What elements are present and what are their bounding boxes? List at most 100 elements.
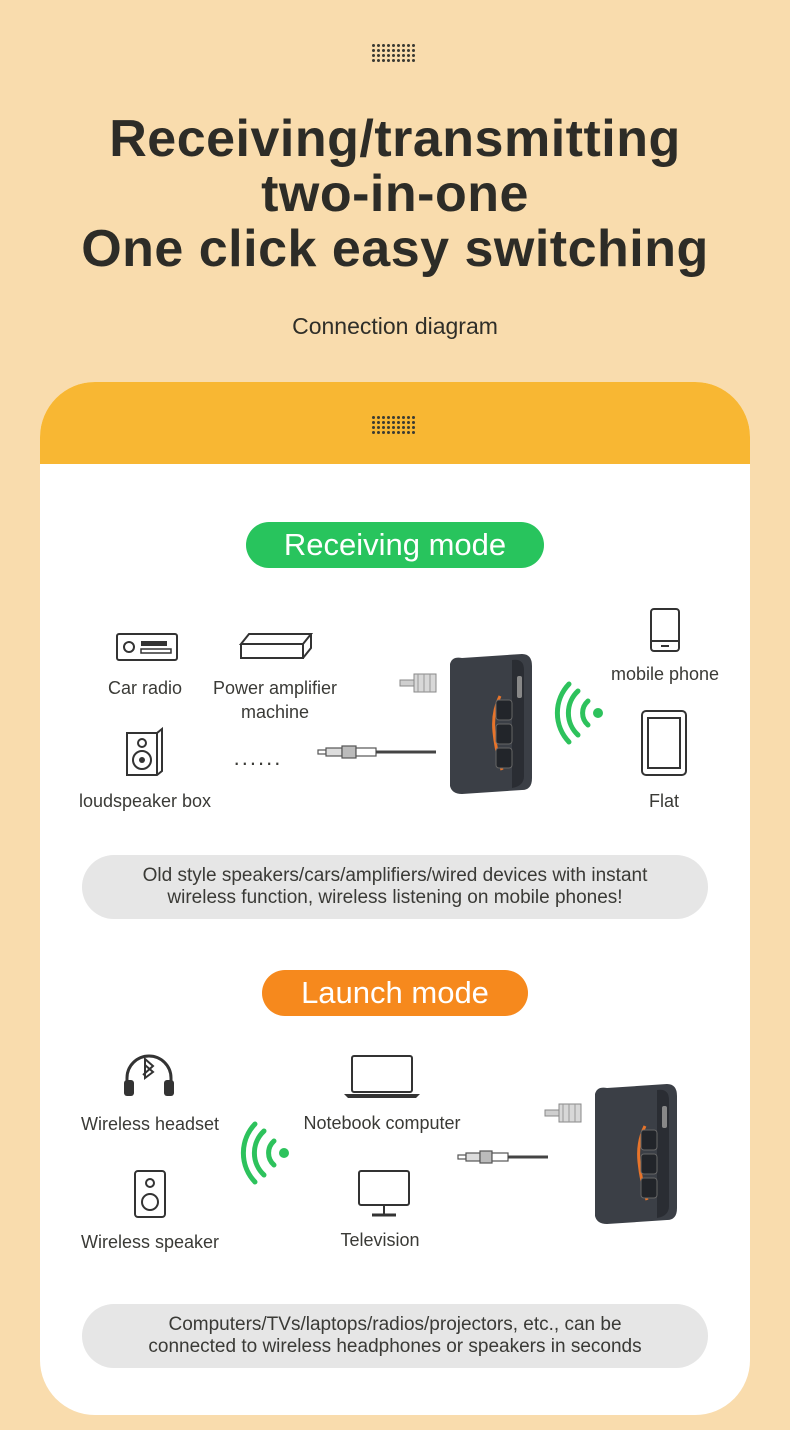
dot bbox=[392, 54, 395, 57]
tablet-icon bbox=[641, 710, 687, 776]
dot bbox=[402, 416, 405, 419]
dot bbox=[392, 421, 395, 424]
dot bbox=[372, 416, 375, 419]
receiving-description-line2: wireless function, wireless listening on… bbox=[167, 887, 623, 908]
dot bbox=[402, 44, 405, 47]
dot bbox=[402, 49, 405, 52]
dot bbox=[397, 44, 400, 47]
dot bbox=[382, 431, 385, 434]
dot bbox=[382, 59, 385, 62]
dot bbox=[392, 416, 395, 419]
audio-cable-icon bbox=[457, 1145, 550, 1169]
dot bbox=[412, 59, 415, 62]
hero-title: Receiving/transmitting two-in-one One cl… bbox=[0, 112, 790, 277]
dot bbox=[407, 431, 410, 434]
dot bbox=[412, 54, 415, 57]
dot bbox=[387, 421, 390, 424]
dot bbox=[402, 59, 405, 62]
dot bbox=[407, 426, 410, 429]
dot bbox=[377, 59, 380, 62]
audio-cable-icon bbox=[317, 740, 438, 764]
dot bbox=[387, 59, 390, 62]
launch-description: Computers/TVs/laptops/radios/projectors,… bbox=[82, 1304, 708, 1368]
dot bbox=[412, 416, 415, 419]
headphones-icon bbox=[122, 1052, 176, 1098]
speaker-icon bbox=[134, 1170, 166, 1218]
bluetooth-adapter-icon bbox=[544, 1082, 685, 1227]
dot bbox=[372, 59, 375, 62]
dot bbox=[407, 416, 410, 419]
television-label: Television bbox=[340, 1230, 420, 1250]
dot bbox=[387, 49, 390, 52]
dot bbox=[372, 44, 375, 47]
dot bbox=[387, 431, 390, 434]
dot bbox=[412, 426, 415, 429]
launch-mode-pill: Launch mode bbox=[262, 970, 528, 1016]
dot bbox=[372, 49, 375, 52]
dot bbox=[387, 416, 390, 419]
notebook-computer-label: Notebook computer bbox=[303, 1113, 461, 1133]
dot bbox=[372, 426, 375, 429]
dot bbox=[402, 421, 405, 424]
dot bbox=[382, 416, 385, 419]
dot bbox=[392, 49, 395, 52]
dot bbox=[382, 426, 385, 429]
dot bbox=[407, 421, 410, 424]
tablet-label: Flat bbox=[648, 791, 679, 811]
dot bbox=[407, 54, 410, 57]
dot bbox=[372, 431, 375, 434]
laptop-icon bbox=[342, 1054, 422, 1100]
hero-title-line3: One click easy switching bbox=[81, 220, 709, 278]
power-amplifier-icon bbox=[238, 632, 314, 662]
dot bbox=[392, 431, 395, 434]
connection-diagram-subtitle: Connection diagram bbox=[292, 313, 498, 339]
launch-description-line2: connected to wireless headphones or spea… bbox=[148, 1336, 642, 1357]
dot bbox=[412, 49, 415, 52]
dot bbox=[372, 54, 375, 57]
dot bbox=[407, 59, 410, 62]
dot bbox=[412, 44, 415, 47]
more-devices-dots: ...... bbox=[233, 745, 283, 770]
car-radio-label: Car radio bbox=[107, 678, 183, 698]
power-amplifier-label-line1: Power amplifier bbox=[212, 678, 338, 698]
mobile-phone-icon bbox=[650, 608, 680, 652]
dot bbox=[382, 49, 385, 52]
wireless-headset-label: Wireless headset bbox=[80, 1114, 220, 1134]
hero-title-line1: Receiving/transmitting bbox=[109, 110, 681, 168]
dot bbox=[397, 431, 400, 434]
receiving-description-line1: Old style speakers/cars/amplifiers/wired… bbox=[142, 865, 648, 886]
dot bbox=[387, 44, 390, 47]
dot bbox=[377, 426, 380, 429]
dot bbox=[397, 54, 400, 57]
receiving-mode-pill: Receiving mode bbox=[246, 522, 544, 568]
dot bbox=[372, 421, 375, 424]
power-amplifier-label-line2: machine bbox=[240, 702, 310, 722]
launch-description-line1: Computers/TVs/laptops/radios/projectors,… bbox=[168, 1314, 622, 1335]
dot bbox=[382, 44, 385, 47]
header-dot-grid-icon bbox=[372, 416, 415, 434]
dot bbox=[407, 49, 410, 52]
power-amplifier-label: Power amplifier machine bbox=[200, 676, 350, 724]
loudspeaker-icon bbox=[124, 726, 164, 777]
wireless-signal-icon bbox=[554, 681, 608, 745]
dot bbox=[387, 54, 390, 57]
wireless-speaker-label: Wireless speaker bbox=[80, 1232, 220, 1252]
dot bbox=[387, 426, 390, 429]
dot bbox=[377, 49, 380, 52]
dot bbox=[397, 416, 400, 419]
dot bbox=[397, 59, 400, 62]
dot bbox=[397, 426, 400, 429]
top-dot-grid-icon bbox=[372, 44, 415, 62]
diagram-card: Receiving mode Car radio Power amplifier… bbox=[40, 382, 750, 1415]
loudspeaker-label: loudspeaker box bbox=[78, 791, 212, 811]
dot bbox=[402, 426, 405, 429]
receiving-description: Old style speakers/cars/amplifiers/wired… bbox=[82, 855, 708, 919]
dot bbox=[377, 44, 380, 47]
dot bbox=[377, 416, 380, 419]
hero-title-line2: two-in-one bbox=[261, 165, 529, 223]
dot bbox=[392, 59, 395, 62]
dot bbox=[407, 44, 410, 47]
card-header bbox=[40, 382, 750, 464]
dot bbox=[377, 54, 380, 57]
bluetooth-adapter-icon bbox=[399, 652, 540, 797]
